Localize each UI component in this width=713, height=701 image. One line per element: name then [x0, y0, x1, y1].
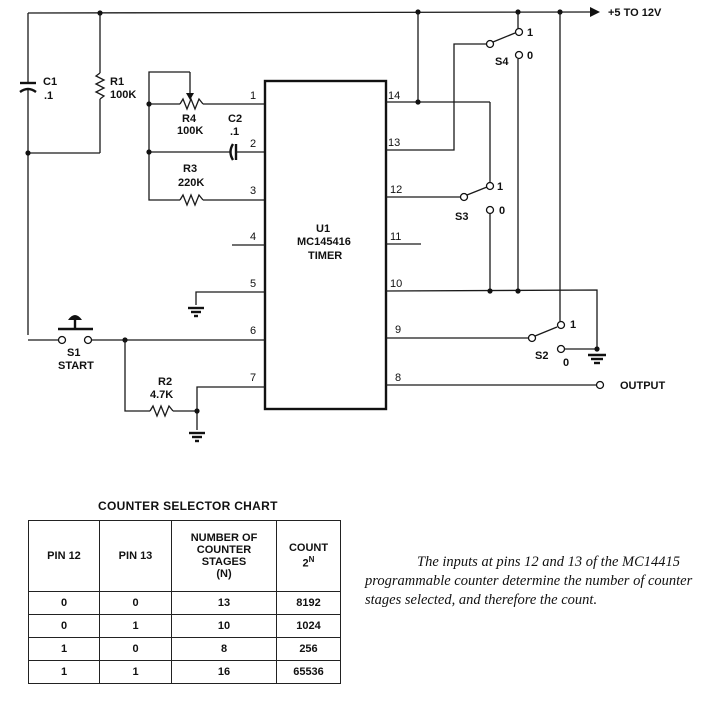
cell-stages: 10: [171, 614, 277, 638]
pin-7: 7: [250, 372, 256, 384]
pin-12: 12: [390, 184, 402, 196]
pin-3: 3: [250, 185, 256, 197]
cell-pin12: 0: [28, 614, 100, 638]
pin-5: 5: [250, 278, 256, 290]
header-count-line: COUNT: [288, 542, 329, 555]
table-row: 0 0 13 8192: [28, 591, 341, 615]
ground-icon: [189, 431, 205, 443]
counter-selector-table: PIN 12 PIN 13 NUMBER OF COUNTER STAGES (…: [28, 520, 341, 684]
s3-ref: S3: [455, 211, 468, 223]
header-count-base: 2: [302, 557, 309, 570]
supply-arrow-icon: [590, 7, 600, 17]
header-stages-line: (N): [216, 568, 232, 580]
ic-function: TIMER: [308, 250, 342, 262]
header-stages: NUMBER OF COUNTER STAGES (N): [171, 520, 277, 592]
s3-pos1: 1: [497, 181, 503, 193]
cell-count: 65536: [276, 660, 341, 684]
s2-ref: S2: [535, 350, 548, 362]
table-row: 0 1 10 1024: [28, 614, 341, 638]
pin-11: 11: [390, 231, 401, 243]
header-count-exponent: N: [308, 555, 315, 565]
output-label: OUTPUT: [620, 380, 666, 392]
s4-pos0: 0: [527, 50, 533, 62]
c2-ref: C2: [228, 113, 242, 125]
s3-pos0: 0: [499, 205, 505, 217]
pin-1: 1: [250, 90, 256, 102]
cell-stages: 8: [171, 637, 277, 661]
pin-2: 2: [250, 138, 256, 150]
pushbutton-s1: [57, 315, 93, 345]
r4-value: 100K: [177, 125, 203, 137]
switch-s3[interactable]: [459, 181, 495, 215]
ic-part: MC145416: [297, 236, 351, 248]
cell-count: 8192: [276, 591, 341, 615]
cell-pin13: 1: [99, 660, 172, 684]
s2-pos1: 1: [570, 319, 576, 331]
s4-ref: S4: [495, 56, 509, 68]
header-stages-line: NUMBER OF: [190, 532, 258, 544]
r1-value: 100K: [110, 89, 136, 101]
figure-caption: The inputs at pins 12 and 13 of the MC14…: [365, 554, 693, 608]
cell-pin12: 1: [28, 637, 100, 661]
pin-10: 10: [390, 278, 402, 290]
pin-4: 4: [250, 231, 256, 243]
supply-label: +5 TO 12V: [608, 7, 662, 19]
cell-pin13: 0: [99, 591, 172, 615]
table-header-row: PIN 12 PIN 13 NUMBER OF COUNTER STAGES (…: [28, 520, 341, 592]
cell-stages: 13: [171, 591, 277, 615]
ic-ref: U1: [316, 223, 330, 235]
resistor-r1: [94, 72, 106, 100]
cell-count: 1024: [276, 614, 341, 638]
s4-pos1: 1: [527, 27, 533, 39]
pin-13: 13: [388, 137, 400, 149]
cell-pin12: 1: [28, 660, 100, 684]
timer-schematic: +5 TO 12V C1 .1 R1 100K R4 100K C2 .1 R3…: [19, 7, 666, 443]
switch-s4[interactable]: [485, 27, 524, 60]
pin-8: 8: [395, 372, 401, 384]
capacitor-c2: [229, 143, 238, 161]
chart-title: COUNTER SELECTOR CHART: [98, 499, 278, 513]
cell-stages: 16: [171, 660, 277, 684]
resistor-r3: [179, 193, 204, 207]
r4-ref: R4: [182, 113, 197, 125]
capacitor-c1: [19, 81, 37, 93]
header-stages-line: COUNTER: [196, 544, 252, 556]
cell-pin12: 0: [28, 591, 100, 615]
r3-ref: R3: [183, 163, 197, 175]
ground-icon: [588, 353, 606, 365]
cell-pin13: 1: [99, 614, 172, 638]
c1-value: .1: [44, 90, 53, 102]
output-terminal: [595, 380, 605, 390]
header-stages-line: STAGES: [201, 556, 247, 568]
resistor-r2: [149, 404, 174, 418]
s2-pos0: 0: [563, 357, 569, 369]
r3-value: 220K: [178, 177, 204, 189]
header-count: COUNT 2N: [276, 520, 341, 592]
s1-ref: S1: [67, 347, 80, 359]
table-row: 1 0 8 256: [28, 637, 341, 661]
pin-6: 6: [250, 325, 256, 337]
header-pin12: PIN 12: [28, 520, 100, 592]
r2-ref: R2: [158, 376, 172, 388]
header-pin13: PIN 13: [99, 520, 172, 592]
table-row: 1 1 16 65536: [28, 660, 341, 684]
ground-icon: [188, 306, 204, 318]
switch-s2[interactable]: [527, 320, 566, 354]
supply-rail: [27, 11, 591, 14]
r1-ref: R1: [110, 76, 124, 88]
pin-9: 9: [395, 324, 401, 336]
pin-14: 14: [388, 90, 400, 102]
c1-ref: C1: [43, 76, 57, 88]
c2-value: .1: [230, 126, 239, 138]
cell-pin13: 0: [99, 637, 172, 661]
potentiometer-r4: [179, 97, 204, 111]
s1-name: START: [58, 360, 94, 372]
cell-count: 256: [276, 637, 341, 661]
r2-value: 4.7K: [150, 389, 173, 401]
